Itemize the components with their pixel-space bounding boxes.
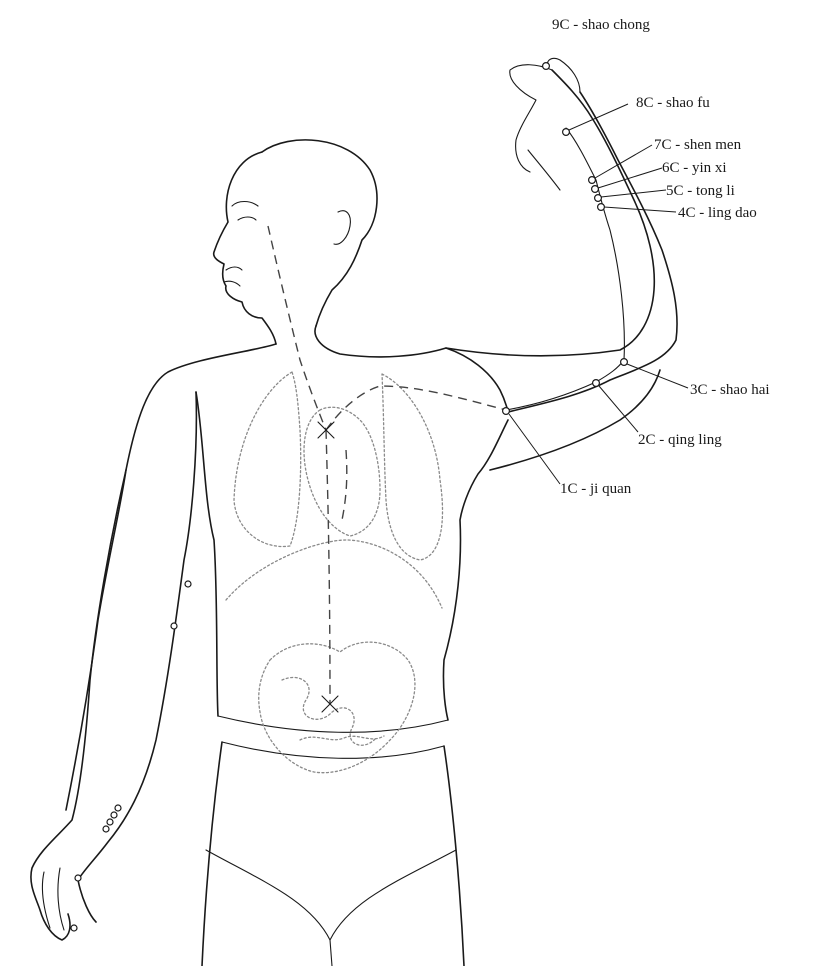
point-label-5c: 5C - tong li bbox=[666, 183, 735, 199]
point-label-7c: 7C - shen men bbox=[654, 137, 742, 153]
small-intestine bbox=[259, 642, 415, 773]
lowered-arm-point-marker bbox=[185, 581, 191, 587]
internal-organs bbox=[226, 372, 443, 773]
point-5c-marker bbox=[595, 195, 602, 202]
torso bbox=[66, 326, 508, 966]
point-2c-marker bbox=[593, 380, 600, 387]
right-lung bbox=[382, 374, 443, 560]
raised-arm bbox=[446, 58, 677, 470]
point-8c-marker bbox=[563, 129, 570, 136]
lowered-arm-point-marker bbox=[171, 623, 177, 629]
point-label-6c: 6C - yin xi bbox=[662, 160, 727, 176]
lowered-arm-point-marker bbox=[103, 826, 109, 832]
point-1c-marker bbox=[503, 408, 510, 415]
point-label-9c: 9C - shao chong bbox=[552, 17, 650, 33]
point-label-4c: 4C - ling dao bbox=[678, 205, 757, 221]
lowered-arm-point-marker bbox=[71, 925, 77, 931]
point-4c-marker bbox=[598, 204, 605, 211]
intestine-cross-mark bbox=[322, 696, 338, 712]
head bbox=[214, 140, 377, 344]
lowered-arm-point-marker bbox=[115, 805, 121, 811]
point-6c-marker bbox=[592, 186, 599, 193]
lowered-arm bbox=[31, 392, 196, 940]
point-7c-marker bbox=[589, 177, 596, 184]
point-markers bbox=[71, 63, 627, 931]
point-labels: 9C - shao chong 8C - shao fu 7C - shen m… bbox=[552, 17, 770, 497]
lowered-arm-point-marker bbox=[107, 819, 113, 825]
point-label-2c: 2C - qing ling bbox=[638, 432, 722, 448]
left-lung bbox=[234, 372, 301, 547]
point-3c-marker bbox=[621, 359, 628, 366]
external-meridian-line bbox=[506, 128, 624, 410]
point-9c-marker bbox=[543, 63, 550, 70]
point-label-3c: 3C - shao hai bbox=[690, 382, 770, 398]
diaphragm bbox=[226, 540, 442, 608]
internal-meridian-path bbox=[268, 226, 506, 712]
lowered-arm-point-marker bbox=[111, 812, 117, 818]
point-label-8c: 8C - shao fu bbox=[636, 95, 710, 111]
point-label-1c: 1C - ji quan bbox=[560, 481, 632, 497]
lowered-arm-point-marker bbox=[75, 875, 81, 881]
